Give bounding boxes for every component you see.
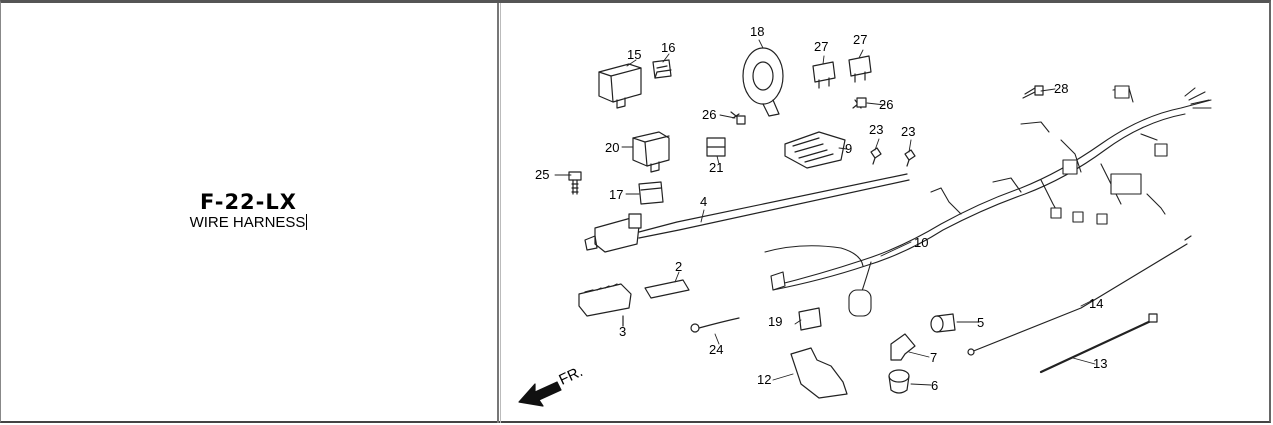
part-10-harness — [764, 85, 1212, 317]
callout-25: 25 — [535, 167, 549, 182]
callout-20: 21 — [709, 160, 723, 175]
callout-4: 4 — [700, 194, 707, 209]
callout-16: 16 — [661, 40, 675, 55]
callout-3: 3 — [619, 324, 626, 339]
part-17-block — [638, 181, 664, 205]
part-14-cable — [967, 235, 1192, 356]
callout-19: 20 — [605, 140, 619, 155]
callout-26b: 26 — [879, 97, 893, 112]
callout-18: 18 — [750, 24, 764, 39]
part-21-connector — [798, 307, 822, 331]
part-28-bolt — [1022, 85, 1044, 99]
callout-26a: 26 — [702, 107, 716, 122]
part-16-connector — [652, 59, 672, 79]
part-19-relay — [632, 131, 670, 173]
part-12-boot — [790, 347, 848, 399]
callout-24: 24 — [709, 342, 723, 357]
part-15-relay — [598, 63, 642, 109]
front-direction-arrow: FR. — [518, 363, 586, 407]
column-divider-inner — [500, 3, 501, 423]
callout-7: 7 — [930, 350, 937, 365]
part-7-cap — [890, 333, 916, 361]
callout-2: 2 — [675, 259, 682, 274]
part-24-wire — [690, 317, 740, 333]
part-2-cover — [644, 279, 690, 299]
callout-10: 10 — [914, 235, 928, 250]
part-4-coil — [584, 173, 910, 253]
callout-23b: 23 — [901, 124, 915, 139]
part-26-bolts — [730, 97, 867, 125]
callout-15: 15 — [627, 47, 641, 62]
callout-14: 14 — [1089, 296, 1103, 311]
callout-12: 12 — [757, 372, 771, 387]
part-9-regulator — [784, 131, 846, 169]
column-divider — [497, 3, 499, 423]
callout-labels: 15 16 20 21 17 25 18 26 26 27 27 9 23 23… — [535, 24, 1107, 393]
callout-13: 13 — [1093, 356, 1107, 371]
callout-27b: 27 — [853, 32, 867, 47]
text-cursor — [306, 214, 308, 230]
part-18-horn — [742, 47, 784, 117]
front-direction-label: FR. — [556, 363, 585, 389]
part-13-cable — [1039, 313, 1158, 374]
leader-lines — [554, 39, 1096, 386]
part-27-fuses — [812, 55, 872, 89]
part-23-screws — [870, 147, 916, 167]
callout-28: 28 — [1054, 81, 1068, 96]
part-3-fuse-box — [578, 283, 632, 327]
callout-6: 6 — [931, 378, 938, 393]
callout-9: 9 — [845, 141, 852, 156]
part-code: F-22-LX — [200, 190, 297, 214]
callout-17: 17 — [609, 187, 623, 202]
callout-23a: 23 — [869, 122, 883, 137]
part-20-connector — [706, 137, 726, 157]
part-title-block: F-22-LX WIRE HARNESS — [0, 190, 497, 231]
part-5-cap — [930, 313, 956, 333]
exploded-parts-diagram: FR. 15 16 20 21 17 25 18 26 26 27 27 9 2… — [518, 24, 1212, 407]
callout-5: 5 — [977, 315, 984, 330]
part-6-grommet — [888, 369, 910, 394]
part-25-bolt — [568, 171, 582, 195]
callout-27a: 27 — [814, 39, 828, 54]
callout-21: 19 — [768, 314, 782, 329]
part-name: WIRE HARNESS — [189, 214, 306, 231]
